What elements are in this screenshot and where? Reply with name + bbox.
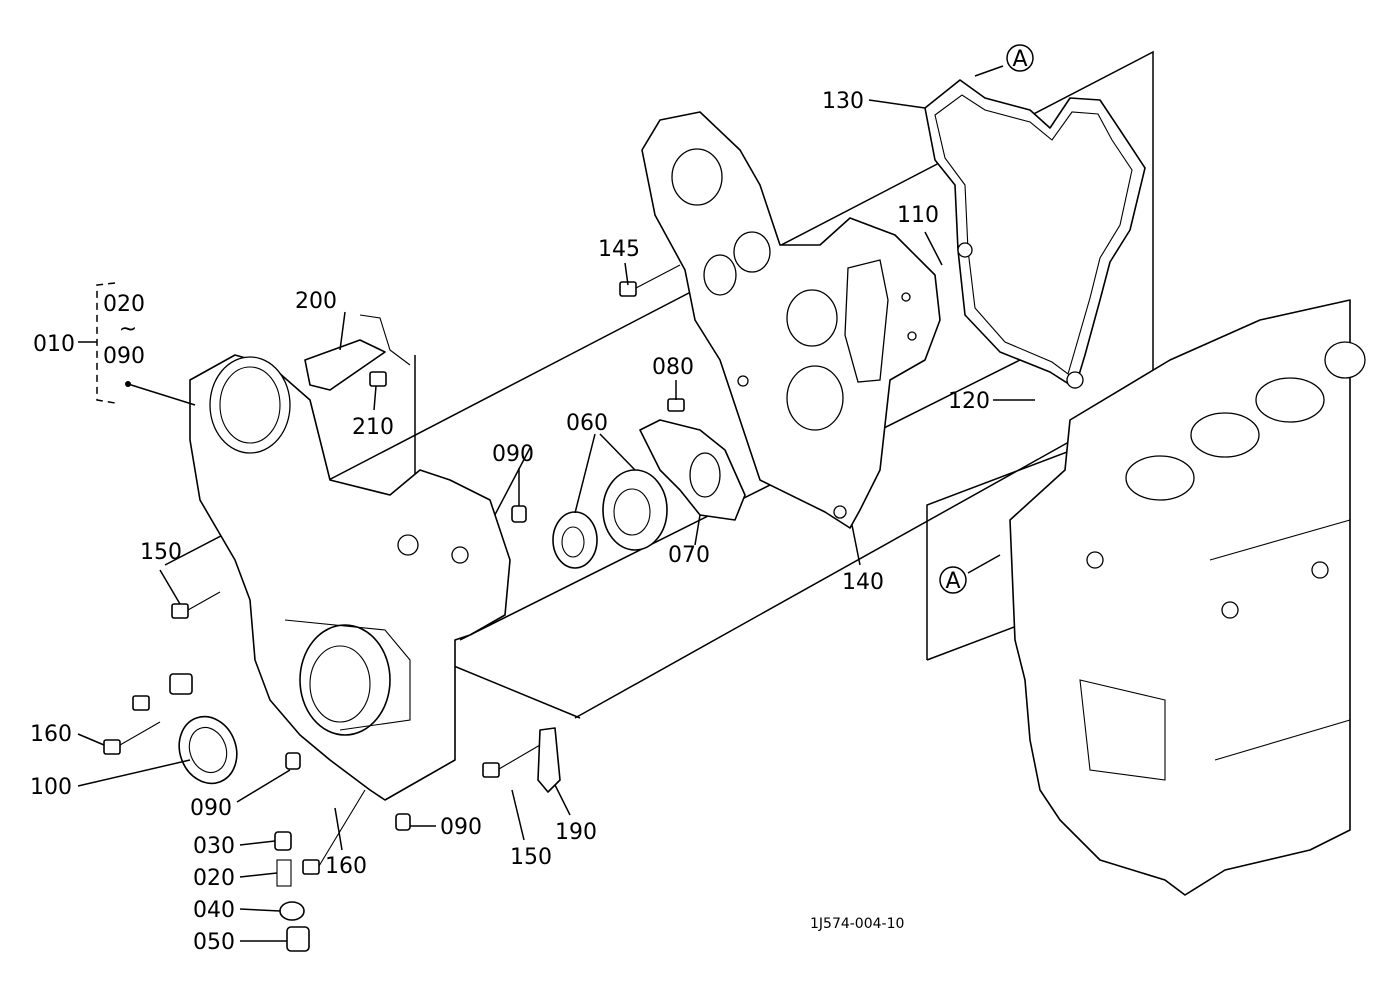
inner-rotor-060-shape — [552, 511, 598, 569]
projection-frame-gasket — [164, 50, 1154, 719]
gasket-130-shape — [924, 79, 1146, 389]
callout-030: 030 — [193, 834, 235, 859]
svg-text:A: A — [945, 569, 960, 594]
callout-145: 145 — [598, 237, 640, 262]
bracket-200-shape — [304, 314, 411, 391]
callout-120: 120 — [948, 389, 990, 414]
callout-040: 040 — [193, 898, 235, 923]
callout-130: 130 — [822, 89, 864, 114]
oil-seal-100-shape — [178, 715, 238, 785]
reference-marker-block: A — [939, 554, 1001, 594]
callout-070: 070 — [668, 543, 710, 568]
callout-050: 050 — [193, 930, 235, 955]
cylinder-block-shape — [1009, 299, 1366, 896]
group-range-sep: ~ — [119, 317, 137, 342]
bolt-150-bottom-shape — [482, 744, 541, 778]
bolt-160-bottom-shape — [302, 789, 366, 875]
relief-valve-parts-shape — [274, 831, 310, 952]
callout-090-top: 090 — [492, 442, 534, 467]
document-id: 1J574-004-10 — [810, 916, 904, 932]
callout-100: 100 — [30, 775, 72, 800]
callout-060: 060 — [566, 411, 608, 436]
callout-090-bottom: 090 — [440, 815, 482, 840]
front-plate-140-shape — [641, 111, 941, 529]
bolt-145-shape — [619, 264, 681, 297]
bolt-150-left-shape — [171, 591, 221, 619]
callout-110: 110 — [897, 203, 939, 228]
sensor-shape — [132, 673, 193, 711]
reference-marker-top: A — [974, 44, 1034, 77]
callout-210: 210 — [352, 415, 394, 440]
callout-150-bottom: 150 — [510, 845, 552, 870]
group-range-to: 090 — [103, 344, 145, 369]
callout-190: 190 — [555, 820, 597, 845]
pump-cover-070-shape — [639, 419, 746, 521]
clamp-190-shape — [537, 727, 561, 793]
svg-text:A: A — [1012, 47, 1027, 72]
group-bracket — [78, 282, 196, 406]
callout-160-bottom: 160 — [325, 854, 367, 879]
bolt-080-shape — [667, 398, 685, 412]
callout-080: 080 — [652, 355, 694, 380]
bolt-210-shape — [369, 371, 387, 387]
callout-140: 140 — [842, 570, 884, 595]
callout-090-left: 090 — [190, 796, 232, 821]
bolt-160-left-shape — [103, 721, 161, 755]
outer-rotor-060-shape — [602, 469, 668, 551]
gear-case-shape — [189, 354, 511, 801]
callout-200: 200 — [295, 289, 337, 314]
callout-150-left: 150 — [140, 540, 182, 565]
callout-160-left: 160 — [30, 722, 72, 747]
leader-lines — [77, 99, 1035, 942]
group-range-from: 020 — [103, 292, 145, 317]
group-label-010: 010 — [33, 332, 75, 357]
callout-020: 020 — [193, 866, 235, 891]
